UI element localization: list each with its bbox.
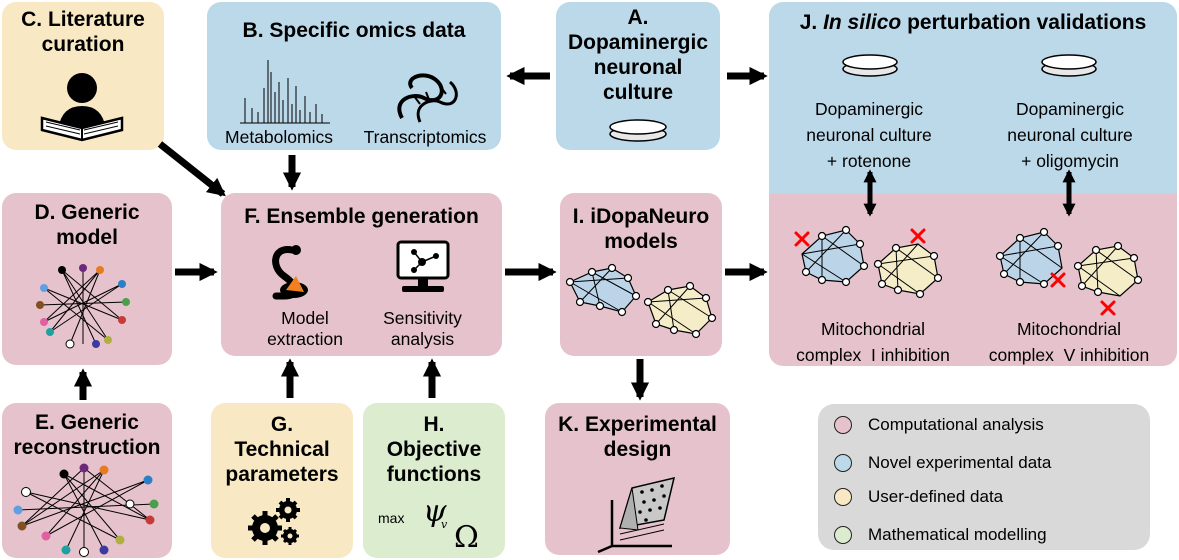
box-b-specific-omics-data [207, 2, 501, 150]
perturbed-networks [794, 225, 1143, 316]
formula-psi: ψ [423, 494, 447, 529]
rna-helix-icon [397, 73, 458, 123]
box-f-ensemble-generation [221, 193, 502, 356]
title-b: B. Specific omics data [242, 19, 466, 42]
label-transcriptomics: Transcriptomics [363, 127, 487, 147]
label-sensitivity-analysis: Sensitivity analysis [383, 308, 462, 349]
petri-dish-icon [609, 119, 667, 142]
box-h-objective-functions [363, 403, 505, 558]
title-d: D. Generic model [34, 201, 140, 249]
gears-icon [248, 498, 300, 545]
title-k: K. Experimental design [558, 413, 717, 461]
double-arrows [863, 169, 1076, 217]
title-g: G. Technical parameters [225, 413, 339, 486]
label-model-extraction: Model extraction [267, 308, 343, 349]
reader-icon [40, 73, 124, 142]
title-c: C. Literature curation [21, 8, 145, 56]
inhibition-cross-icons [794, 228, 1116, 316]
cross-icon [1100, 300, 1116, 316]
box-j-top-experimental [769, 2, 1177, 212]
title-i: I. iDopaNeuro models [572, 205, 710, 253]
idopaneuro-networks [565, 263, 717, 339]
title-j-italic: In silico [823, 11, 902, 34]
title-j-suffix: perturbation validations [901, 11, 1147, 34]
legend-swatch [834, 454, 852, 472]
legend-label: Novel experimental data [868, 453, 1052, 472]
legend-label: Computational analysis [868, 415, 1044, 434]
legend-box [818, 404, 1150, 550]
generic-reconstruction-network [13, 463, 159, 557]
petri-dish-icon [1041, 54, 1097, 77]
computer-icon [396, 240, 450, 292]
label-culture-rotenone: Dopaminergic neuronal culture + rotenone [806, 99, 932, 171]
arrows [73, 66, 768, 401]
label-culture-oligomycin: Dopaminergic neuronal culture + oligomyc… [1007, 99, 1133, 171]
spectrum-icon [240, 60, 330, 124]
title-e: E. Generic reconstruction [13, 411, 161, 459]
cobra-snake-icon [272, 245, 308, 300]
formula-max: max [378, 510, 405, 526]
cross-icon [1050, 272, 1066, 288]
petri-dish-icon [842, 54, 898, 77]
legend-swatch [834, 416, 852, 434]
arrow-c-to-f [157, 141, 226, 197]
legend-label: User-defined data [868, 487, 1004, 506]
design-space-icon [597, 476, 676, 554]
title-j: J. In silico perturbation validations [769, 10, 1177, 35]
legend-label: Mathematical modelling [868, 525, 1047, 544]
formula-sub-v: v [441, 518, 448, 531]
cross-icon [794, 231, 810, 247]
title-a: A. Dopaminergic neuronal culture [567, 6, 709, 104]
petri-dishes [609, 54, 1097, 142]
title-h: H. Objective functions [386, 413, 482, 486]
cross-icon [910, 228, 926, 244]
title-j-prefix: J. [799, 11, 824, 34]
legend-swatch [834, 526, 852, 544]
box-g-technical-parameters [211, 403, 353, 558]
generic-model-network [36, 264, 130, 349]
title-f: F. Ensemble generation [244, 205, 479, 228]
label-complex-i: Mitochondrial complex I inhibition [796, 319, 950, 365]
formula-omega: Ω [454, 520, 479, 555]
label-complex-v: Mitochondrial complex V inhibition [988, 319, 1150, 365]
label-metabolomics: Metabolomics [225, 127, 333, 147]
legend-swatch [834, 488, 852, 506]
box-d-generic-model [2, 193, 172, 365]
